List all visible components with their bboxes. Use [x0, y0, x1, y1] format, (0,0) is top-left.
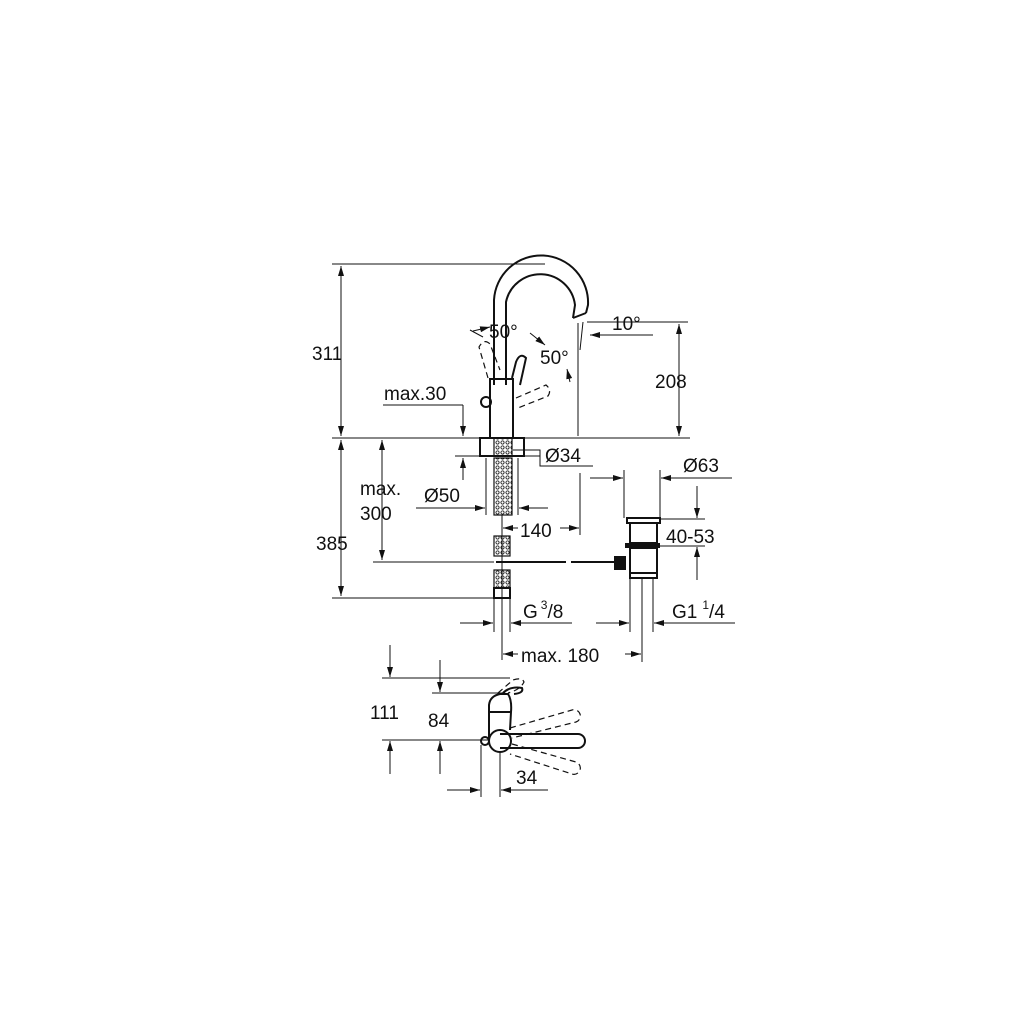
lever-top-view [500, 733, 586, 749]
dia34-label: Ø34 [545, 446, 581, 467]
max300-value-label: 300 [360, 504, 392, 525]
aerator-top-view [502, 686, 524, 695]
drain-rod-connector [614, 556, 626, 570]
angle-arrow-left [472, 326, 491, 333]
angle-10-label: 10° [612, 314, 641, 335]
angle-arrow-right [529, 332, 546, 346]
dim-34-label: 34 [516, 768, 538, 789]
max300-max-label: max. [360, 479, 401, 500]
dim-140-label: 140 [520, 521, 552, 542]
faucet-body [489, 378, 514, 439]
spray-angle-line [579, 321, 584, 351]
angle-line-left [469, 329, 484, 338]
drain-body-lower [629, 547, 658, 574]
max180-label: max. 180 [521, 646, 599, 667]
lever-handle [511, 354, 528, 386]
top-view: 111 84 34 [370, 645, 586, 797]
dim-111-label: 111 [370, 703, 399, 724]
lever-knob [480, 396, 492, 408]
spout-outer [493, 254, 590, 385]
dim-84-label: 84 [428, 711, 450, 732]
dia34-leader [513, 449, 593, 467]
dim-311-label: 311 [312, 344, 342, 365]
drain-bottom-ring [629, 572, 658, 579]
angle-50-right-label: 50° [540, 348, 569, 369]
lever-lower-position [509, 743, 581, 775]
spout-nozzle [572, 312, 587, 319]
lever-right-position [515, 384, 551, 409]
spout-inner [505, 273, 577, 385]
lever-pin [480, 736, 490, 746]
spout-swivel-position [497, 678, 525, 694]
mounting-thread [493, 437, 513, 457]
drain-body-upper [629, 522, 658, 544]
dia50-label: Ø50 [424, 486, 460, 507]
angle-50-left-label: 50° [489, 322, 518, 343]
supply-hose-upper [493, 457, 513, 516]
lever-upper-position [509, 709, 581, 739]
dim-385-label: 385 [316, 534, 348, 555]
dia63-label: Ø63 [683, 456, 719, 477]
range-40-53-label: 40-53 [666, 527, 715, 548]
max30-label: max.30 [384, 384, 446, 405]
dim-208-label: 208 [655, 372, 687, 393]
side-view: 311 385 50° 50° 10° 208 max.30 Ø34 Ø50 [312, 254, 735, 667]
angle-arrow-lower [566, 368, 573, 383]
lever-left-position [478, 341, 501, 379]
drain-nut [625, 543, 660, 548]
spout-top-view [488, 693, 513, 738]
